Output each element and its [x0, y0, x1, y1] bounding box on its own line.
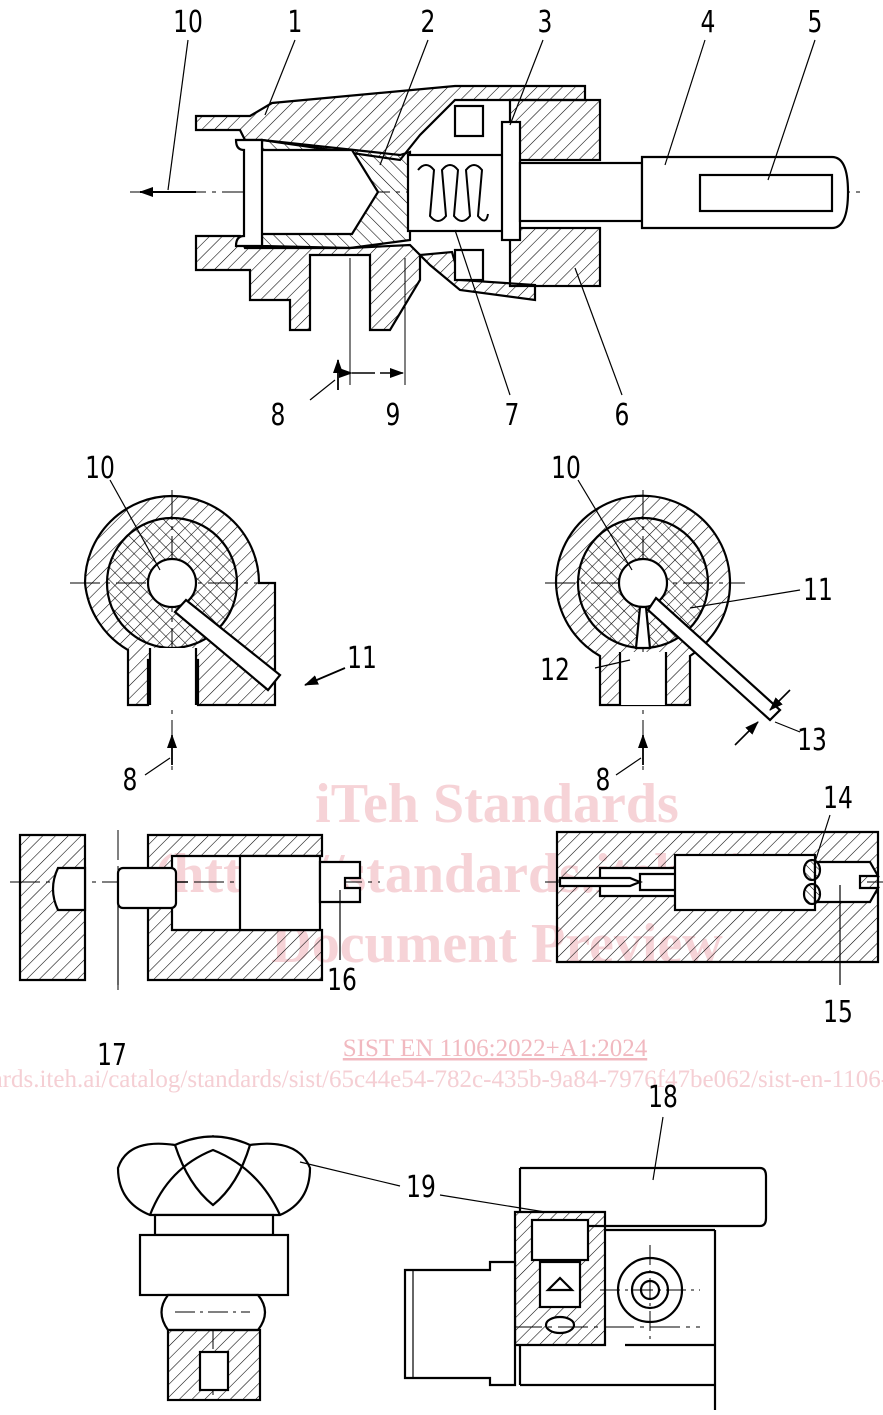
- label-8-left: 8: [123, 763, 138, 798]
- cross-section-right-labels: 10 11 12 13 8: [540, 451, 833, 798]
- bottom-labels: 18 19: [406, 1080, 678, 1205]
- label-2: 2: [421, 5, 436, 40]
- fitting-left-labels: 17 16: [97, 963, 357, 1073]
- fitting-right-section: [545, 814, 883, 985]
- lubricator-assembly-view: [299, 1116, 768, 1410]
- label-6: 6: [615, 398, 630, 433]
- watermark-catalog-link[interactable]: https://standards.iteh.ai/catalog/standa…: [0, 1066, 883, 1093]
- label-4: 4: [701, 5, 716, 40]
- label-10: 10: [173, 5, 203, 40]
- label-8-right: 8: [596, 763, 611, 798]
- label-14: 14: [823, 781, 853, 816]
- label-17: 17: [97, 1038, 127, 1073]
- label-19: 19: [406, 1170, 436, 1205]
- cross-section-left-labels: 10 11 8: [85, 451, 377, 798]
- fitting-left-section: [10, 830, 380, 990]
- cross-section-left: [70, 479, 346, 776]
- label-10-left: 10: [85, 451, 115, 486]
- label-9: 9: [386, 398, 401, 433]
- cross-section-right: [545, 479, 801, 776]
- label-12: 12: [540, 653, 570, 688]
- label-5: 5: [808, 5, 823, 40]
- grease-nipple-view: [116, 1135, 312, 1402]
- label-11-right: 11: [803, 573, 833, 608]
- label-16: 16: [327, 963, 357, 998]
- label-7: 7: [505, 398, 520, 433]
- label-18: 18: [648, 1080, 678, 1115]
- label-15: 15: [823, 995, 853, 1030]
- label-10-right: 10: [551, 451, 581, 486]
- top-assembly-section: [130, 39, 860, 401]
- label-13: 13: [797, 723, 827, 758]
- label-11-left: 11: [347, 641, 377, 676]
- label-1: 1: [288, 5, 303, 40]
- label-3: 3: [538, 5, 553, 40]
- fitting-right-labels: 14 15: [823, 781, 853, 1030]
- watermark-doc-id[interactable]: SIST EN 1106:2022+A1:2024: [343, 1035, 648, 1062]
- top-assembly-labels: 10 1 2 3 4 5 8 9 7 6: [173, 5, 822, 433]
- label-8: 8: [271, 398, 286, 433]
- watermark-title: iTeh Standards: [315, 773, 679, 835]
